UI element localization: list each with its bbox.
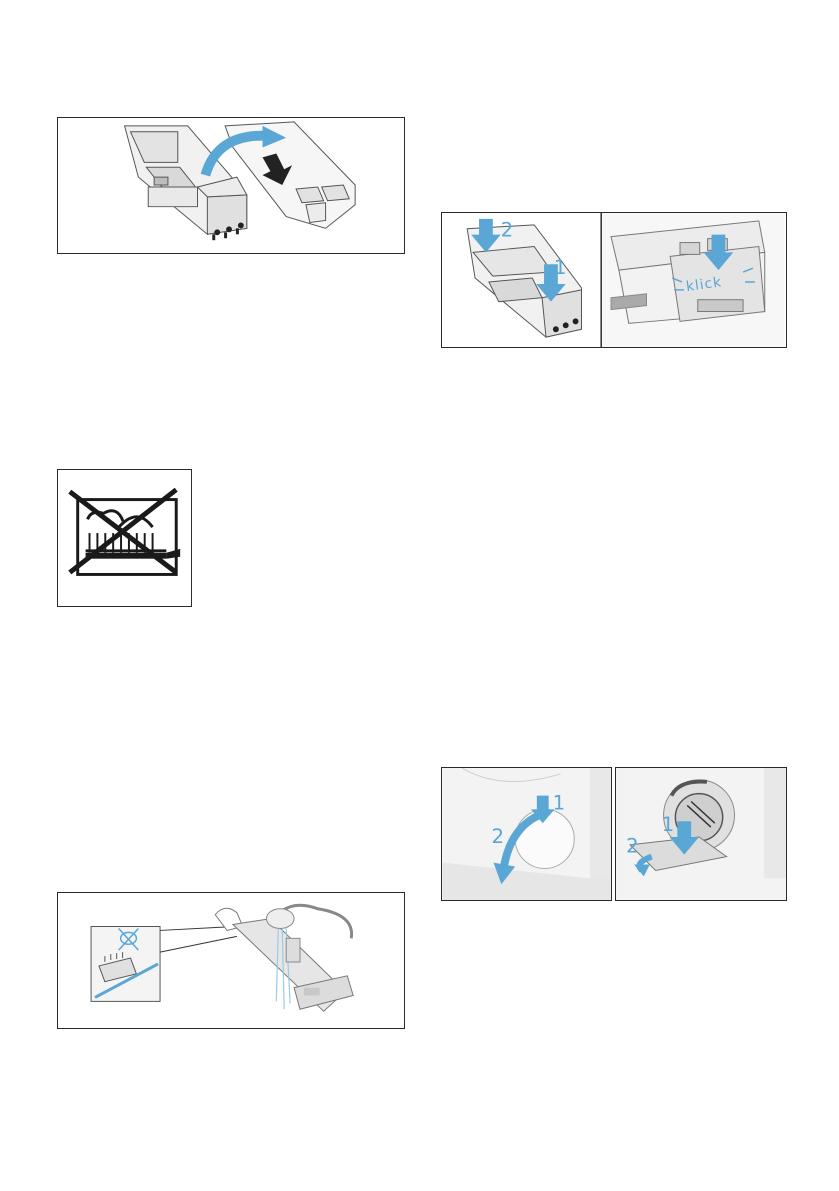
- reinsert-step-2: 2: [501, 219, 514, 242]
- figure-reinsert: 2 1 klick: [441, 212, 787, 348]
- pump-left-step-1: 1: [553, 791, 566, 814]
- pump-right-step-1: 1: [662, 813, 675, 836]
- figure-pump-cover-filter: 1 2: [615, 767, 787, 901]
- drawer-insert-flip-icon: [58, 118, 404, 253]
- figure-insert-removal: [57, 117, 405, 254]
- pump-left-step-2: 2: [492, 825, 505, 848]
- figure-pump-cover-open: 1 2: [441, 767, 612, 901]
- no-dishwasher-icon: [58, 470, 191, 606]
- figure-rinse-insert: [57, 892, 405, 1029]
- pump-right-step-2: 2: [626, 835, 639, 858]
- reinsert-step-1: 1: [554, 256, 567, 279]
- rinse-under-tap-icon: [58, 893, 404, 1028]
- figure-no-dishwasher: [57, 469, 192, 607]
